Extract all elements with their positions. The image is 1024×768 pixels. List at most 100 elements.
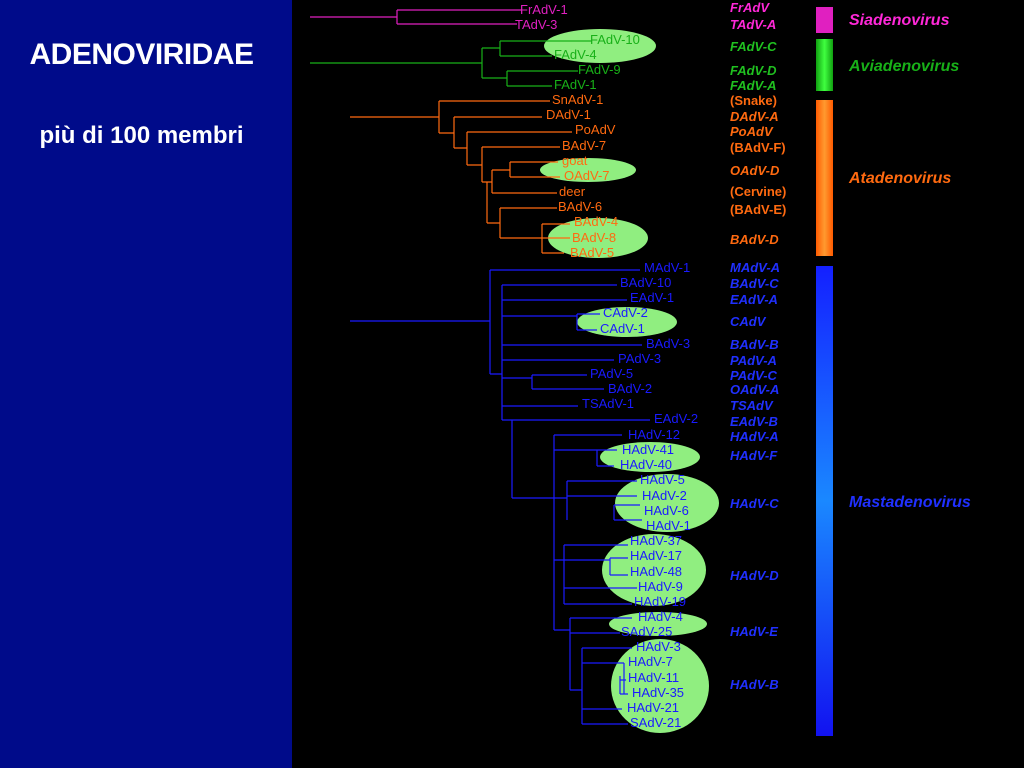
- highlight-ellipse-goat: [540, 158, 636, 182]
- species-label: FAdV-A: [730, 78, 776, 93]
- species-label: DAdV-A: [730, 109, 779, 124]
- highlight-ellipse-hadv-f: [600, 442, 700, 472]
- species-label: BAdV-D: [730, 232, 779, 247]
- species-label: HAdV-E: [730, 624, 778, 639]
- branches-siadenovirus: [310, 9, 522, 25]
- species-label: (Snake): [730, 93, 777, 108]
- leaf-label: HAdV-40: [620, 457, 672, 472]
- leaf-label: FAdV-10: [590, 32, 640, 47]
- leaf-label: FAdV-1: [554, 77, 597, 92]
- leaf-label: HAdV-11: [628, 670, 679, 685]
- leaf-label: PAdV-5: [590, 366, 633, 381]
- leaf-label: FAdV-4: [554, 47, 597, 62]
- leaf-label: BAdV-7: [562, 138, 606, 153]
- leaf-label: DAdV-1: [546, 107, 591, 122]
- leaf-label: TSAdV-1: [582, 396, 634, 411]
- species-label: HAdV-D: [730, 568, 779, 583]
- title-panel: ADENOVIRIDAE più di 100 membri: [0, 0, 292, 768]
- genus-bar-siadenovirus: [816, 7, 833, 33]
- leaf-label: BAdV-2: [608, 381, 652, 396]
- species-label: BAdV-C: [730, 276, 779, 291]
- species-label: TAdV-A: [730, 17, 776, 32]
- genus-bar-aviadenovirus: [816, 39, 833, 91]
- species-label: PAdV-C: [730, 368, 778, 383]
- species-labels: FrAdVTAdV-AFAdV-CFAdV-DFAdV-A(Snake)DAdV…: [730, 0, 786, 692]
- leaf-label: BAdV-5: [570, 245, 614, 260]
- highlight-ellipse-cadv: [577, 307, 677, 337]
- phylogenetic-tree: FrAdV-1TAdV-3FAdV-10FAdV-4FAdV-9FAdV-1Sn…: [310, 0, 971, 736]
- leaf-label: EAdV-2: [654, 411, 698, 426]
- leaf-label: EAdV-1: [630, 290, 674, 305]
- leaf-label: BAdV-8: [572, 230, 616, 245]
- species-label: MAdV-A: [730, 260, 780, 275]
- leaf-label: HAdV-35: [632, 685, 684, 700]
- branches-atadenovirus: [350, 100, 572, 254]
- leaf-label: HAdV-19: [634, 594, 686, 609]
- species-label: PAdV-A: [730, 353, 777, 368]
- leaf-labels: FrAdV-1TAdV-3FAdV-10FAdV-4FAdV-9FAdV-1Sn…: [515, 2, 698, 730]
- leaf-label: SAdV-25: [621, 624, 672, 639]
- species-label: PoAdV: [730, 124, 774, 139]
- leaf-label: SnAdV-1: [552, 92, 603, 107]
- leaf-label: FAdV-9: [578, 62, 621, 77]
- highlight-ellipse-hadv-c: [615, 474, 719, 532]
- species-label: CAdV: [730, 314, 767, 329]
- leaf-label: HAdV-5: [640, 472, 685, 487]
- leaf-label: BAdV-6: [558, 199, 602, 214]
- highlight-ellipse-fadv: [544, 29, 656, 63]
- leaf-label: BAdV-4: [574, 214, 618, 229]
- leaf-label: HAdV-21: [627, 700, 679, 715]
- species-label: OAdV-D: [730, 163, 780, 178]
- leaf-label: FrAdV-1: [520, 2, 568, 17]
- leaf-label: BAdV-10: [620, 275, 671, 290]
- leaf-label: CAdV-2: [603, 305, 648, 320]
- leaf-label: MAdV-1: [644, 260, 690, 275]
- leaf-label: HAdV-2: [642, 488, 687, 503]
- leaf-label: HAdV-6: [644, 503, 689, 518]
- genus-label-siadenovirus: Siadenovirus: [849, 12, 950, 29]
- leaf-label: deer: [559, 184, 586, 199]
- leaf-label: HAdV-1: [646, 518, 691, 533]
- highlight-ellipse-hadv-b: [611, 639, 709, 733]
- leaf-label: OAdV-7: [564, 168, 610, 183]
- leaf-label: HAdV-4: [638, 609, 683, 624]
- species-label: FrAdV: [730, 0, 770, 15]
- species-label: HAdV-C: [730, 496, 779, 511]
- leaf-label: HAdV-37: [630, 533, 682, 548]
- highlight-ellipse-badv: [548, 218, 648, 258]
- species-label: FAdV-D: [730, 63, 777, 78]
- genus-bar-mastadenovirus: [816, 266, 833, 736]
- species-label: (BAdV-F): [730, 140, 786, 155]
- slide-title: ADENOVIRIDAE: [29, 38, 254, 71]
- species-label: (Cervine): [730, 184, 786, 199]
- species-label: HAdV-F: [730, 448, 778, 463]
- slide-subtitle: più di 100 membri: [39, 122, 244, 149]
- genus-label-mastadenovirus: Mastadenovirus: [849, 494, 971, 511]
- genus-bars: [816, 7, 833, 736]
- leaf-label: PAdV-3: [618, 351, 661, 366]
- leaf-label: HAdV-17: [630, 548, 682, 563]
- leaf-label: TAdV-3: [515, 17, 557, 32]
- species-label: HAdV-A: [730, 429, 779, 444]
- leaf-label: PoAdV: [575, 122, 616, 137]
- highlight-ellipse-hadv-e: [609, 612, 707, 636]
- leaf-label: HAdV-41: [622, 442, 674, 457]
- leaf-label: HAdV-48: [630, 564, 682, 579]
- branches-aviadenovirus: [310, 40, 592, 87]
- leaf-label: SAdV-21: [630, 715, 681, 730]
- genus-labels: SiadenovirusAviadenovirusAtadenovirusMas…: [848, 12, 971, 511]
- leaf-label: goat: [562, 153, 588, 168]
- genus-label-aviadenovirus: Aviadenovirus: [848, 58, 959, 75]
- genus-bar-atadenovirus: [816, 100, 833, 256]
- leaf-label: BAdV-3: [646, 336, 690, 351]
- branches-mastadenovirus: [350, 269, 650, 725]
- species-label: EAdV-B: [730, 414, 778, 429]
- leaf-label: HAdV-3: [636, 639, 681, 654]
- leaf-label: CAdV-1: [600, 321, 645, 336]
- leaf-label: HAdV-9: [638, 579, 683, 594]
- species-label: TSAdV: [730, 398, 774, 413]
- leaf-label: HAdV-12: [628, 427, 680, 442]
- leaf-label: HAdV-7: [628, 654, 673, 669]
- species-label: EAdV-A: [730, 292, 778, 307]
